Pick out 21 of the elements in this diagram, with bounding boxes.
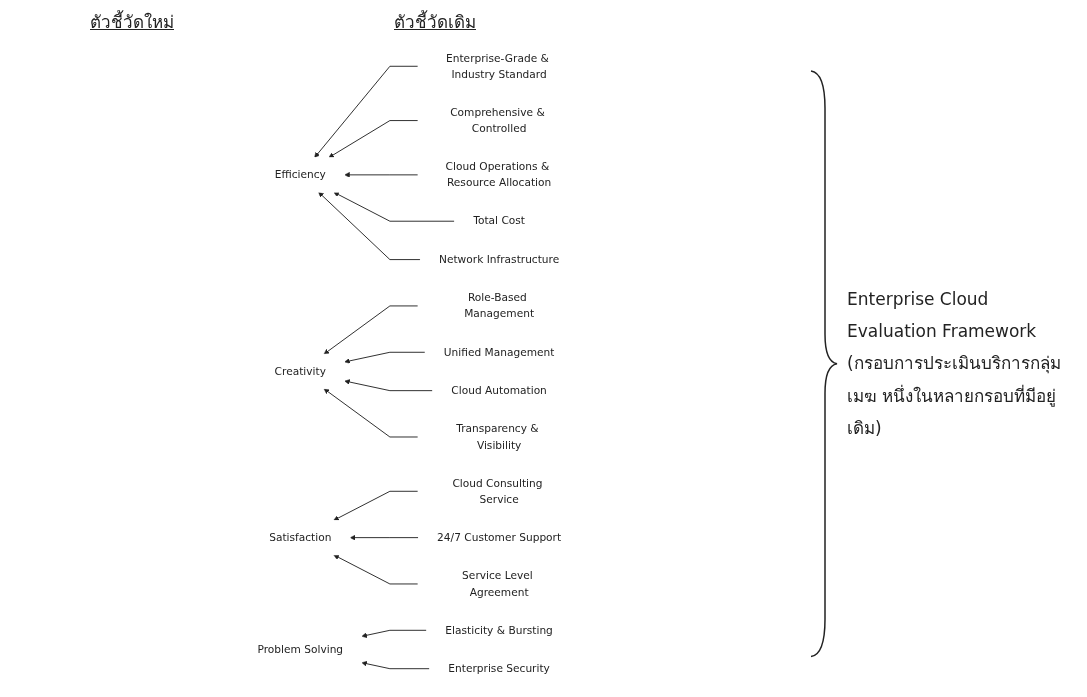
node-text: Transparency & Visibility — [456, 422, 539, 451]
column-heading: ตัวชี้วัดใหม่ — [90, 9, 174, 34]
node-text: Creativity — [274, 364, 326, 378]
node-text: Cloud Operations & Resource Allocation — [445, 160, 552, 189]
node-text: Unified Management — [443, 345, 555, 359]
node-text: Service Level Agreement — [462, 569, 533, 598]
node-text: Elasticity & Bursting — [445, 623, 553, 637]
node-text: Comprehensive & Controlled — [450, 105, 545, 135]
node-text: Efficiency — [274, 168, 326, 181]
node-text: 24/7 Customer Support — [437, 530, 562, 544]
node-text: Enterprise Security — [448, 661, 550, 675]
column-heading: ตัวชี้วัดเดิม — [394, 9, 476, 34]
node-text: Cloud Automation — [451, 383, 547, 397]
node-text: Cloud Consulting Service — [452, 476, 543, 506]
node-text: Problem Solving — [257, 642, 344, 656]
node-text: Total Cost — [473, 214, 525, 227]
node-text: Enterprise-Grade & Industry Standard — [446, 51, 549, 80]
node-text: Role-Based Management — [464, 291, 535, 320]
node-text: Satisfaction — [269, 530, 332, 544]
node-text: Network Infrastructure — [438, 252, 560, 266]
framework-label: Enterprise Cloud Evaluation Framework (กรอบการประเมินบริการกลุ่มเมฆ หนึ่งในหลายกรอบที่มีอยู่เดิม) — [847, 288, 1061, 438]
